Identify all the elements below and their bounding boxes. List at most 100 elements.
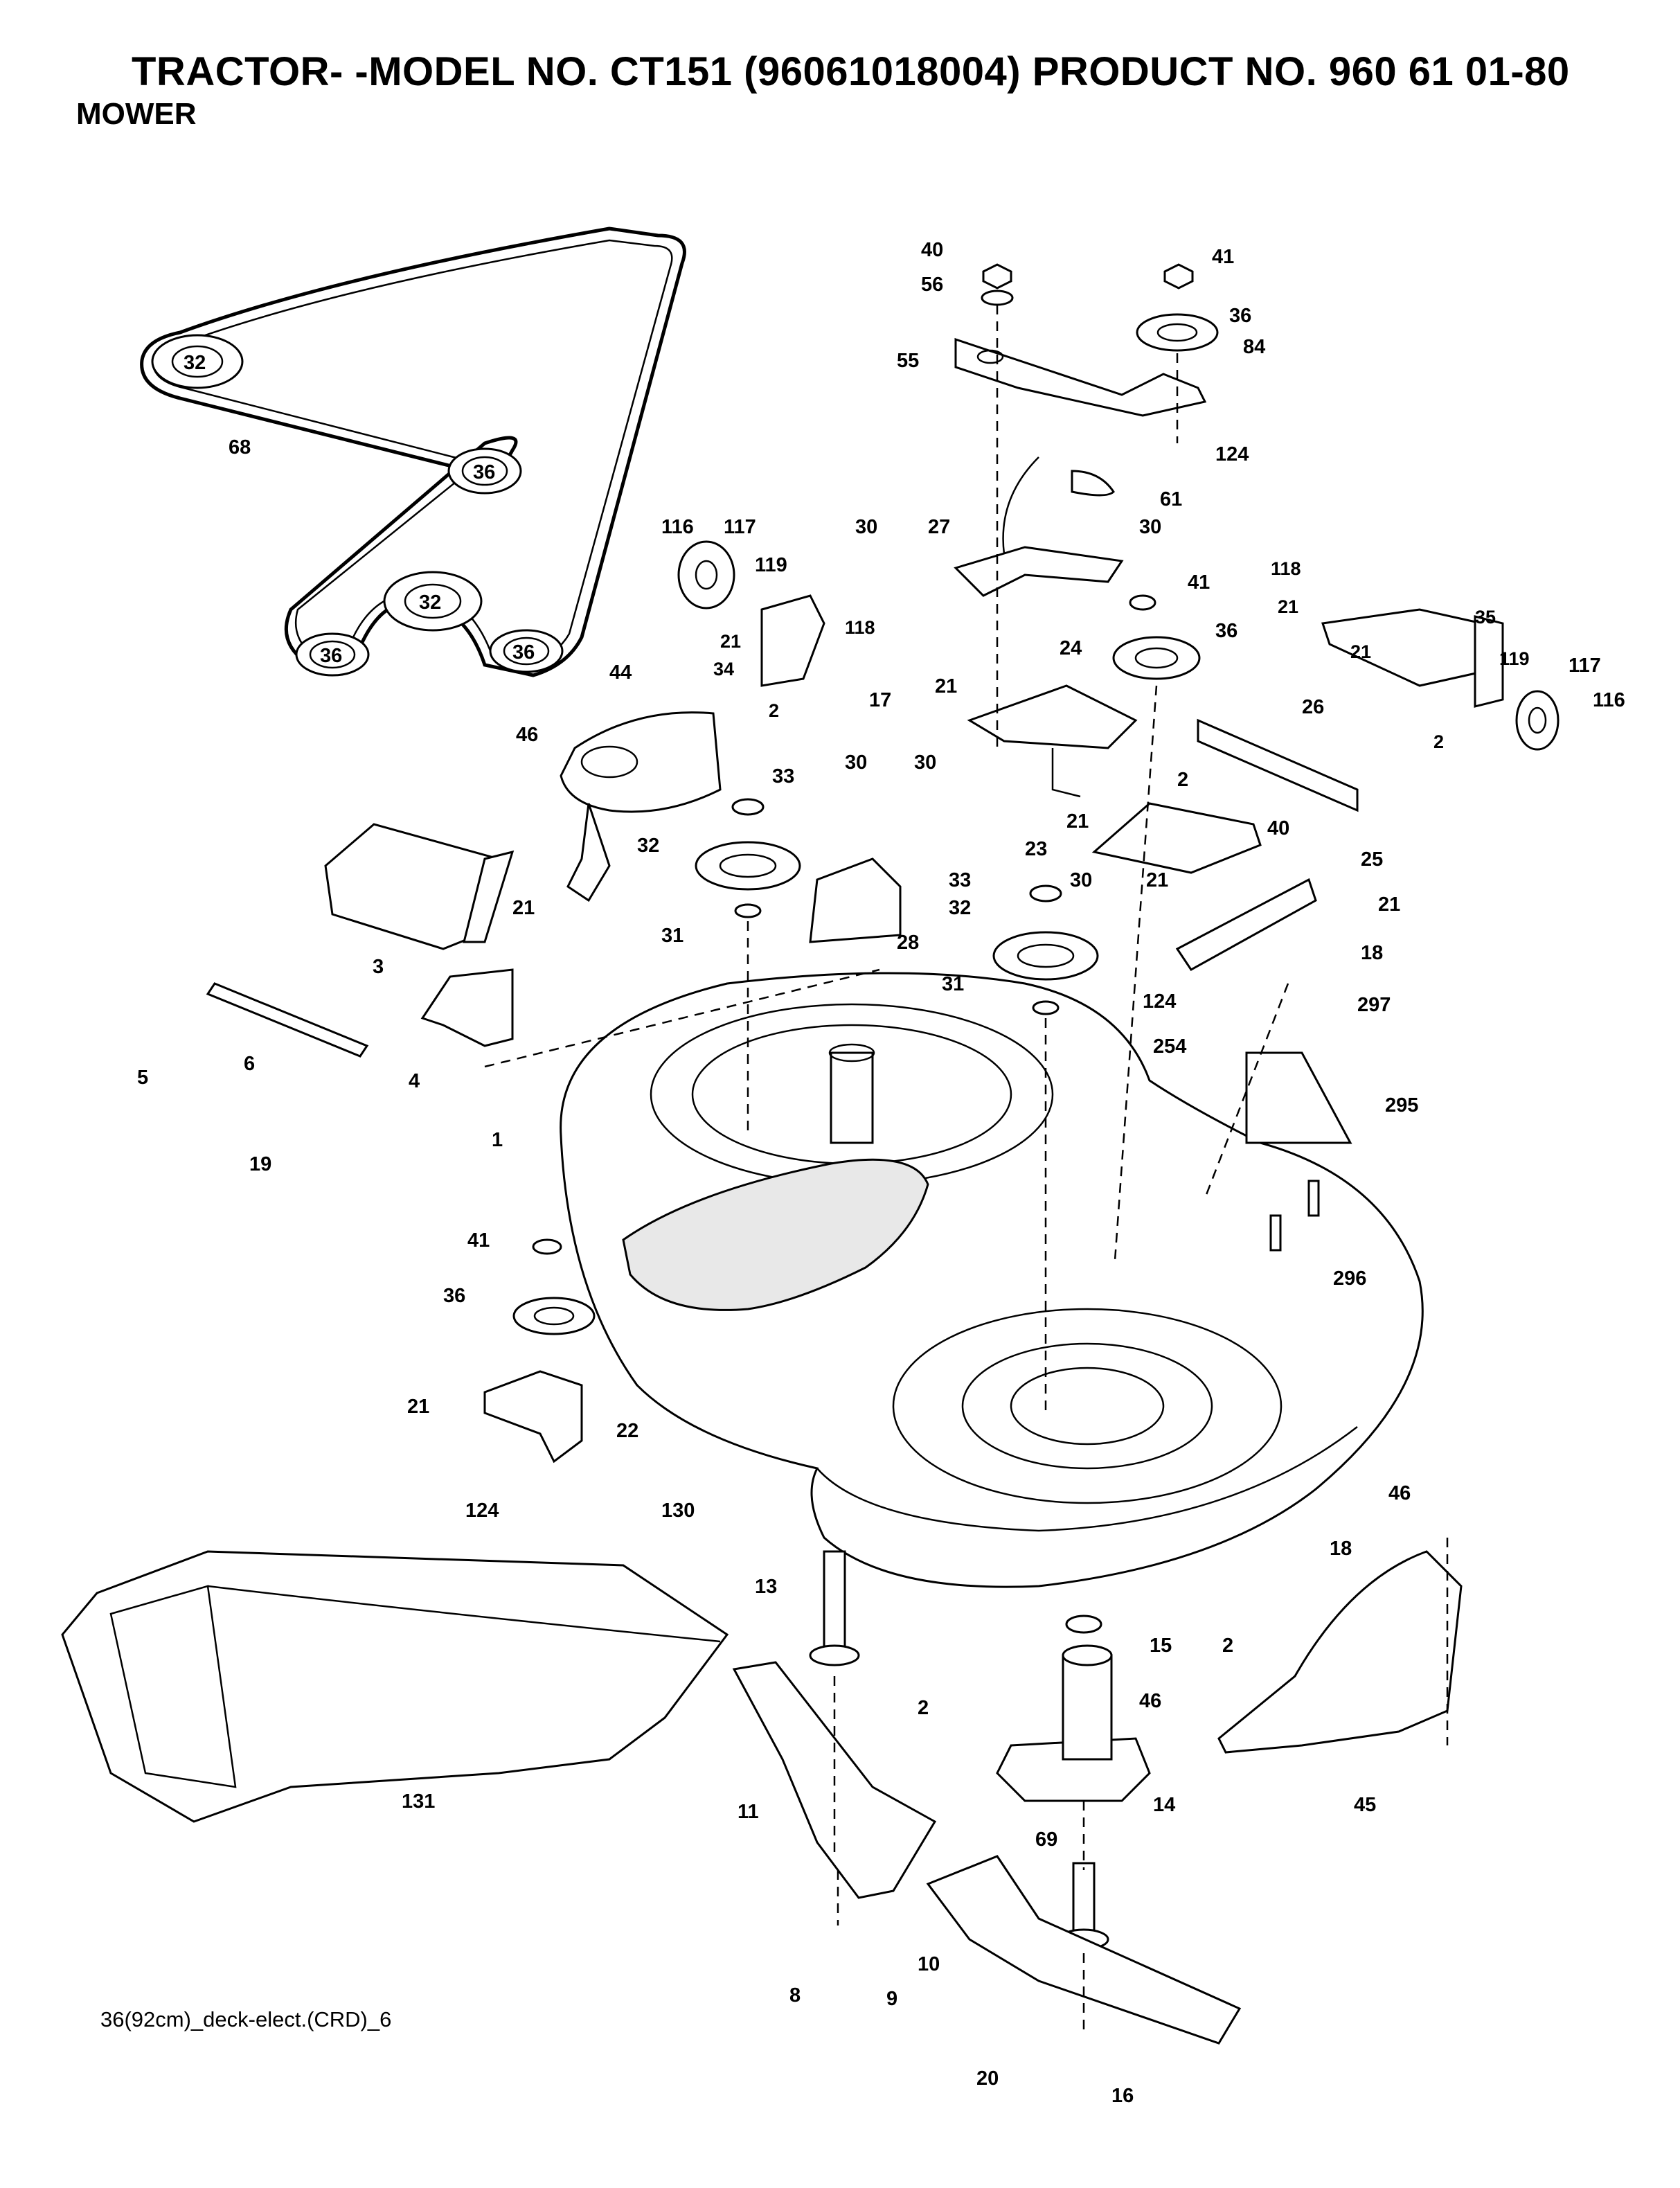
- bracket-44: [560, 711, 722, 902]
- part-label: 21: [1378, 893, 1400, 916]
- part-label: 2: [918, 1697, 929, 1719]
- belt-pulley-label: 36: [320, 645, 342, 667]
- bracket-4: [420, 968, 514, 1047]
- part-label: 21: [512, 897, 535, 919]
- part-label: 124: [1143, 990, 1176, 1013]
- part-label: 19: [249, 1153, 271, 1175]
- part-label: 21: [1066, 810, 1089, 833]
- part-label: 31: [942, 973, 964, 995]
- part-label: 11: [738, 1801, 759, 1823]
- part-label: 30: [845, 751, 867, 774]
- spindle-housing-14: [996, 1615, 1151, 1802]
- part-label: 21: [935, 675, 957, 697]
- part-label: 116: [1593, 689, 1625, 711]
- part-label: 61: [1160, 488, 1182, 510]
- part-label: 16: [1111, 2085, 1134, 2107]
- part-label: 30: [1070, 869, 1092, 891]
- part-label: 6: [244, 1053, 255, 1075]
- part-number-labels: 68 40 56 41 36 84 55 124 61 116 117 119 …: [137, 239, 1625, 2107]
- assembly-lines: [484, 305, 1449, 2036]
- part-label: 25: [1361, 848, 1383, 871]
- part-label: 2: [1177, 769, 1188, 791]
- shield-3: [324, 823, 515, 950]
- part-label: 36: [1215, 620, 1237, 642]
- part-label: 34: [713, 659, 734, 679]
- part-label: 18: [1361, 942, 1383, 964]
- part-label: 20: [976, 2067, 999, 2090]
- part-label: 296: [1333, 1268, 1366, 1290]
- guard-45: [1217, 1550, 1463, 1754]
- part-label: 2: [1222, 1635, 1233, 1657]
- part-label: 10: [918, 1953, 940, 1975]
- part-label: 33: [949, 869, 971, 891]
- discharge-chute-131: [61, 1550, 729, 1823]
- part-label: 56: [921, 274, 943, 296]
- part-label: 27: [928, 516, 950, 538]
- part-label: 41: [467, 1229, 490, 1252]
- part-label: 2: [1433, 731, 1444, 752]
- bar-26: [1197, 718, 1359, 812]
- part-label: 55: [897, 350, 919, 372]
- part-label: 117: [1569, 655, 1601, 677]
- part-label: 1: [492, 1129, 503, 1151]
- part-label: 24: [1060, 637, 1082, 659]
- idler-bracket-55: [954, 263, 1219, 497]
- part-label: 22: [616, 1420, 638, 1442]
- bracket-28: [809, 857, 902, 943]
- part-label: 32: [637, 835, 659, 857]
- part-label: 41: [1212, 246, 1234, 268]
- part-label: 18: [1330, 1538, 1352, 1560]
- part-label: 69: [1035, 1829, 1057, 1851]
- part-label: 17: [869, 689, 891, 711]
- part-label: 2: [769, 700, 779, 721]
- part-label: 116: [661, 516, 694, 538]
- page-subtitle: MOWER: [76, 97, 197, 131]
- belt-pulley-label: 32: [184, 352, 206, 374]
- belt-pulley-label: 36: [512, 641, 535, 664]
- part-label: 118: [1271, 558, 1301, 579]
- part-label: 118: [845, 617, 875, 638]
- part-label: 21: [720, 631, 741, 652]
- part-label: 131: [402, 1790, 435, 1813]
- part-label: 33: [772, 765, 794, 788]
- part-label: 32: [949, 897, 971, 919]
- pulley-117-left: [677, 540, 825, 687]
- part-label: 21: [1278, 596, 1298, 617]
- part-label: 9: [886, 1988, 897, 2010]
- part-label: 130: [661, 1500, 695, 1522]
- part-label: 124: [465, 1500, 499, 1522]
- part-label: 30: [855, 516, 877, 538]
- part-label: 46: [1139, 1690, 1161, 1712]
- part-label: 40: [1267, 817, 1289, 839]
- part-label: 254: [1153, 1035, 1186, 1058]
- part-label: 117: [724, 516, 756, 538]
- part-label: 3: [373, 956, 384, 978]
- diagram-code: 36(92cm)_deck-elect.(CRD)_6: [100, 2007, 392, 2031]
- belt-assembly: 32 36 32 36 36: [140, 226, 686, 677]
- part-label: 21: [1350, 641, 1371, 662]
- part-label: 28: [897, 932, 919, 954]
- part-label: 45: [1354, 1794, 1376, 1816]
- part-label: 119: [755, 554, 787, 576]
- part-label: 4: [409, 1070, 420, 1092]
- bracket-23: [1091, 802, 1262, 874]
- part-label: 119: [1499, 648, 1530, 669]
- belt-pulley-label: 36: [473, 461, 495, 483]
- part-label: 30: [1139, 516, 1161, 538]
- part-label: 13: [755, 1576, 777, 1598]
- part-label: 36: [1229, 305, 1251, 327]
- belt-pulley-label: 32: [419, 592, 441, 614]
- shield-295: [1245, 1051, 1352, 1252]
- part-label: 35: [1475, 607, 1496, 628]
- bracket-35: [1321, 608, 1504, 708]
- part-label: 46: [516, 724, 538, 746]
- part-label: 44: [609, 661, 632, 684]
- part-label: 21: [407, 1396, 429, 1418]
- pulley-32-center: [992, 884, 1099, 1015]
- part-label: 36: [443, 1285, 465, 1307]
- spindle-shaft-13: [809, 1550, 860, 1666]
- part-label: 26: [1302, 696, 1324, 718]
- bracket-24: [967, 684, 1138, 798]
- bracket-25: [1175, 878, 1317, 971]
